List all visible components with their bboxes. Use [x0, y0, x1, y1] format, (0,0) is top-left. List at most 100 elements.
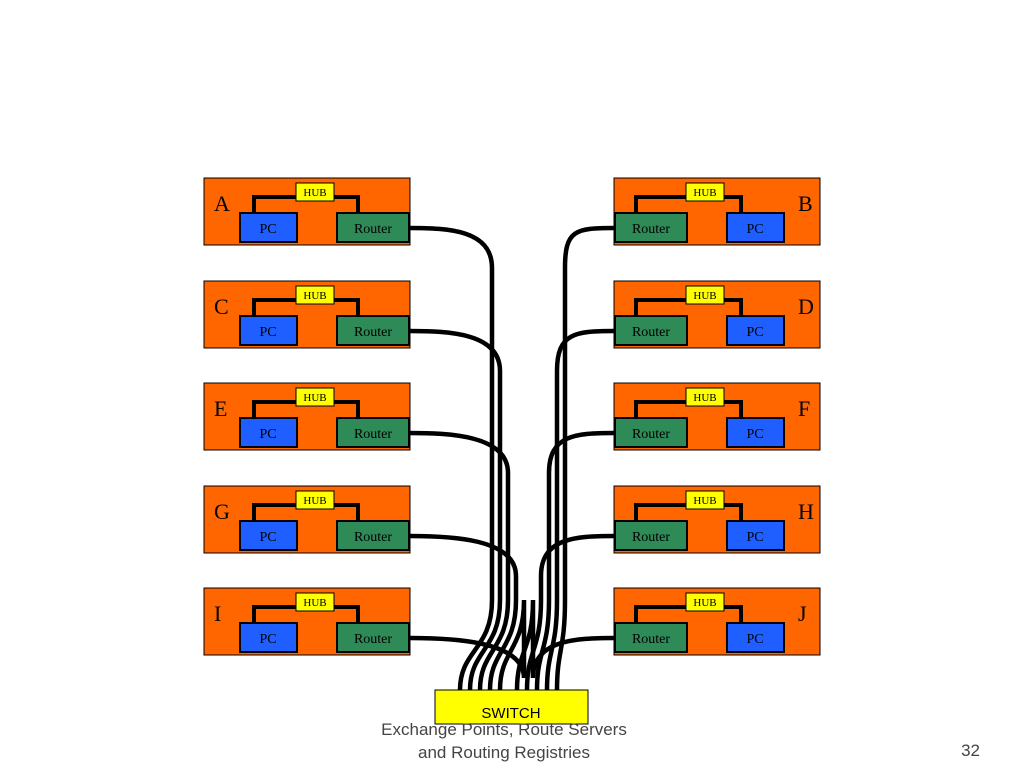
- router-box: [336, 315, 410, 346]
- pc-box: [239, 212, 298, 243]
- cables: [408, 225, 616, 691]
- cable-f: [534, 430, 616, 691]
- router-label: Router: [354, 530, 392, 545]
- router-label: Router: [354, 427, 392, 442]
- site-g: HUB PC Router G: [203, 485, 411, 554]
- site-i: HUB PC Router I: [203, 587, 411, 656]
- pc-label: PC: [259, 325, 276, 340]
- site-j: HUB PC Router J: [613, 587, 821, 656]
- site-letter: F: [798, 396, 810, 421]
- router-label: Router: [632, 222, 670, 237]
- hub-box: [295, 490, 335, 510]
- site-letter: A: [214, 191, 230, 216]
- site-b: HUB PC Router B: [613, 177, 821, 246]
- cable-a: [408, 225, 495, 691]
- cable-d: [544, 328, 616, 691]
- pc-box: [726, 315, 785, 346]
- site-letter: E: [214, 396, 227, 421]
- hub-box: [295, 387, 335, 407]
- hub-box: [685, 387, 725, 407]
- hub-box: [295, 285, 335, 305]
- site-letter: I: [214, 601, 221, 626]
- cable-c: [408, 328, 503, 691]
- site-a: HUB PC Router A: [203, 177, 411, 246]
- pc-label: PC: [259, 530, 276, 545]
- footer-title-line-1: Exchange Points, Route Servers: [381, 720, 627, 739]
- hub-wire: [252, 503, 296, 521]
- site-letter: G: [214, 499, 230, 524]
- router-box: [614, 622, 688, 653]
- router-label: Router: [632, 325, 670, 340]
- hub-label: HUB: [303, 290, 326, 302]
- cable-g: [408, 533, 519, 691]
- site-letter: B: [798, 191, 813, 216]
- cable-i: [408, 599, 527, 691]
- hub-label: HUB: [693, 392, 716, 404]
- pc-label: PC: [259, 222, 276, 237]
- hub-wire: [334, 195, 360, 213]
- site-letter: J: [798, 601, 807, 626]
- hub-label: HUB: [693, 290, 716, 302]
- router-box: [614, 417, 688, 448]
- hub-box: [685, 592, 725, 612]
- router-box: [614, 212, 688, 243]
- router-box: [614, 520, 688, 551]
- router-label: Router: [354, 325, 392, 340]
- switch-label: SWITCH: [481, 705, 540, 722]
- hub-wire: [334, 400, 360, 418]
- pc-label: PC: [746, 530, 763, 545]
- hub-box: [295, 182, 335, 202]
- hub-label: HUB: [303, 597, 326, 609]
- hub-box: [685, 182, 725, 202]
- cable-b: [554, 225, 616, 691]
- router-label: Router: [632, 632, 670, 647]
- hub-label: HUB: [303, 392, 326, 404]
- router-box: [336, 622, 410, 653]
- hub-wire: [252, 605, 296, 623]
- router-box: [614, 315, 688, 346]
- footer-title: Exchange Points, Route Servers and Routi…: [304, 718, 704, 764]
- hub-wire: [252, 400, 296, 418]
- pc-box: [726, 622, 785, 653]
- hub-label: HUB: [303, 187, 326, 199]
- hub-wire: [334, 503, 360, 521]
- pc-box: [239, 622, 298, 653]
- cable-h: [524, 533, 616, 691]
- hub-box: [295, 592, 335, 612]
- router-label: Router: [354, 632, 392, 647]
- router-box: [336, 417, 410, 448]
- switch: SWITCH: [434, 689, 589, 725]
- router-label: Router: [632, 427, 670, 442]
- cable-j: [514, 599, 616, 691]
- pc-box: [726, 417, 785, 448]
- router-box: [336, 212, 410, 243]
- page-number: 32: [961, 741, 980, 760]
- pc-box: [239, 417, 298, 448]
- switch-box: [434, 689, 589, 725]
- pc-label: PC: [746, 222, 763, 237]
- hub-wire: [334, 605, 360, 623]
- pc-box: [726, 212, 785, 243]
- router-label: Router: [632, 530, 670, 545]
- pc-label: PC: [746, 632, 763, 647]
- hub-label: HUB: [693, 187, 716, 199]
- hub-label: HUB: [693, 495, 716, 507]
- footer-title-line-2: and Routing Registries: [418, 743, 590, 762]
- pc-label: PC: [746, 427, 763, 442]
- site-letter: C: [214, 294, 229, 319]
- hub-label: HUB: [693, 597, 716, 609]
- pc-label: PC: [746, 325, 763, 340]
- pc-label: PC: [259, 632, 276, 647]
- pc-box: [726, 520, 785, 551]
- hub-label: HUB: [303, 495, 326, 507]
- site-c: HUB PC Router C: [203, 280, 411, 349]
- router-label: Router: [354, 222, 392, 237]
- pc-box: [239, 520, 298, 551]
- hub-box: [685, 490, 725, 510]
- site-f: HUB PC Router F: [613, 382, 821, 451]
